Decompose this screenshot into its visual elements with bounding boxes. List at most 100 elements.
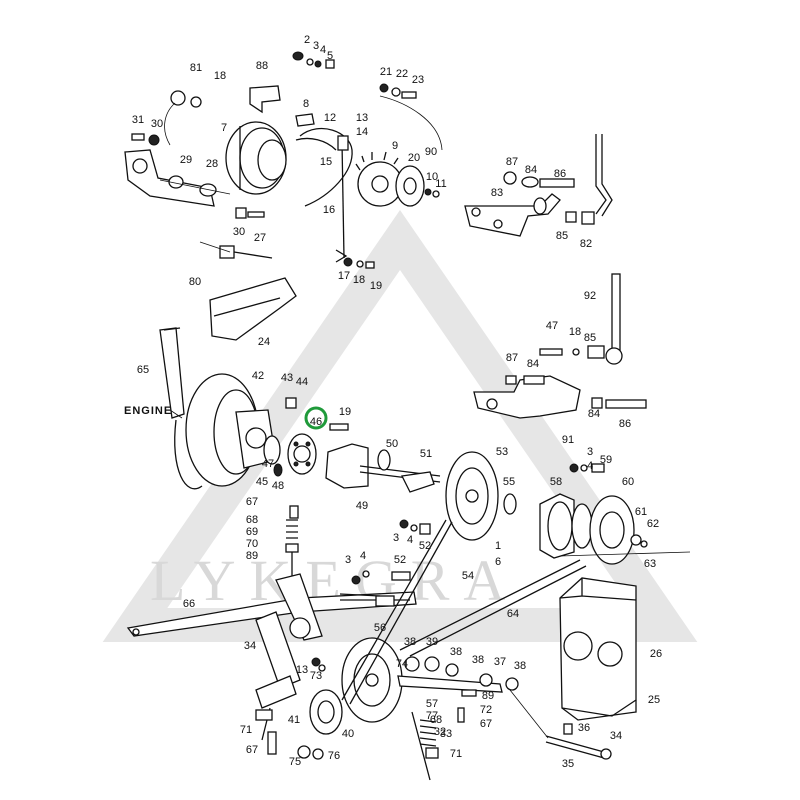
part-label-4: 4: [360, 550, 366, 562]
part-label-25: 25: [648, 694, 660, 706]
part-label-57: 57: [426, 698, 438, 710]
part-label-47: 47: [262, 458, 274, 470]
part-label-32: 32: [434, 726, 446, 738]
part-label-16: 16: [323, 204, 335, 216]
part-label-4: 4: [587, 460, 593, 472]
part-label-3: 3: [345, 554, 351, 566]
part-label-56: 56: [374, 622, 386, 634]
part-label-65: 65: [137, 364, 149, 376]
part-label-1: 1: [495, 540, 501, 552]
part-label-81: 81: [190, 62, 202, 74]
part-label-89: 89: [482, 690, 494, 702]
part-label-92: 92: [584, 290, 596, 302]
part-label-18: 18: [353, 274, 365, 286]
part-label-18: 18: [214, 70, 226, 82]
part-label-85: 85: [556, 230, 568, 242]
part-label-44: 44: [296, 376, 308, 388]
part-label-15: 15: [320, 156, 332, 168]
clutch-assembly: [539, 493, 691, 565]
top-assembly: [124, 51, 443, 269]
part-label-5: 5: [327, 50, 333, 62]
part-label-64: 64: [507, 608, 519, 620]
part-label-11: 11: [435, 178, 446, 190]
lower-frame: [126, 519, 587, 781]
part-label-7: 7: [221, 122, 227, 134]
part-label-63: 63: [644, 558, 656, 570]
part-label-20: 20: [408, 152, 420, 164]
part-label-83: 83: [491, 187, 503, 199]
part-label-49: 49: [356, 500, 368, 512]
part-label-8: 8: [303, 98, 309, 110]
part-label-21: 21: [380, 66, 392, 78]
part-label-84: 84: [527, 358, 539, 370]
part-label-13: 13: [356, 112, 368, 124]
part-label-75: 75: [289, 756, 301, 768]
part-label-67: 67: [246, 744, 258, 756]
part-label-19: 19: [370, 280, 382, 292]
part-label-68: 68: [246, 514, 258, 526]
part-label-60: 60: [622, 476, 634, 488]
highlight-ring-46: [304, 406, 328, 430]
part-label-82: 82: [580, 238, 592, 250]
part-label-67: 67: [246, 496, 258, 508]
part-label-70: 70: [246, 538, 258, 550]
part-label-45: 45: [256, 476, 268, 488]
part-label-9: 9: [392, 140, 398, 152]
part-label-62: 62: [647, 518, 659, 530]
part-label-52: 52: [419, 540, 431, 552]
part-label-71: 71: [450, 748, 462, 760]
part-label-13: 13: [296, 664, 308, 676]
part-label-28: 28: [206, 158, 218, 170]
part-label-26: 26: [650, 648, 662, 660]
part-label-54: 54: [462, 570, 474, 582]
part-label-4: 4: [407, 534, 413, 546]
part-label-84: 84: [525, 164, 537, 176]
part-label-30: 30: [233, 226, 245, 238]
part-label-2: 2: [304, 34, 310, 46]
part-label-38: 38: [450, 646, 462, 658]
part-label-84: 84: [588, 408, 600, 420]
tension-linkage: [285, 505, 299, 580]
part-label-58: 58: [550, 476, 562, 488]
part-label-40: 40: [342, 728, 354, 740]
part-label-27: 27: [254, 232, 266, 244]
part-label-39: 39: [426, 636, 438, 648]
part-label-87: 87: [506, 352, 518, 364]
part-label-34: 34: [610, 730, 622, 742]
engine-label: ENGINE: [124, 405, 172, 417]
part-label-50: 50: [386, 438, 398, 450]
part-label-51: 51: [420, 448, 432, 460]
control-bracket-middle: [473, 273, 647, 419]
part-label-24: 24: [258, 336, 270, 348]
part-label-29: 29: [180, 154, 192, 166]
engine-drive: ENGINE: [124, 327, 349, 490]
part-label-35: 35: [562, 758, 574, 770]
part-label-52: 52: [394, 554, 406, 566]
part-label-76: 76: [328, 750, 340, 762]
part-label-4: 4: [320, 44, 326, 56]
part-label-80: 80: [189, 276, 201, 288]
part-label-12: 12: [324, 112, 336, 124]
part-label-19: 19: [339, 406, 351, 418]
part-label-23: 23: [412, 74, 424, 86]
part-label-22: 22: [396, 68, 408, 80]
part-label-38: 38: [514, 660, 526, 672]
belt-guard: [209, 277, 297, 341]
part-label-38: 38: [472, 654, 484, 666]
part-label-89: 89: [246, 550, 258, 562]
part-label-3: 3: [313, 40, 319, 52]
part-label-14: 14: [356, 126, 368, 138]
part-label-55: 55: [503, 476, 515, 488]
part-label-38: 38: [404, 636, 416, 648]
part-label-61: 61: [635, 506, 647, 518]
part-label-36: 36: [578, 722, 590, 734]
part-label-42: 42: [252, 370, 264, 382]
part-label-30: 30: [151, 118, 163, 130]
part-label-85: 85: [584, 332, 596, 344]
part-label-66: 66: [183, 598, 195, 610]
drive-shaft: [325, 443, 605, 541]
part-label-86: 86: [619, 418, 631, 430]
part-label-18: 18: [569, 326, 581, 338]
